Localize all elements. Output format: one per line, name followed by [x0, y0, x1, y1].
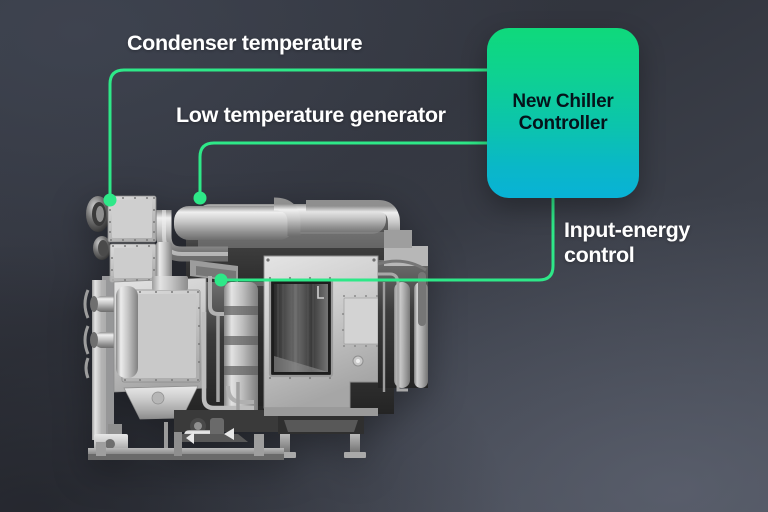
wire-input-energy-control: [222, 196, 555, 282]
new-chiller-controller-box[interactable]: New Chiller Controller: [487, 28, 639, 198]
controller-title-line1: New Chiller: [512, 90, 614, 112]
controller-title-line2: Controller: [518, 113, 608, 134]
endpoint-dot-condenser: [103, 193, 117, 207]
wire-condenser-temperature: [108, 68, 489, 199]
absorption-chiller-illustration: [83, 195, 428, 460]
label-input-energy-control: Input-energy control: [564, 218, 690, 268]
endpoint-dot-low-temp-generator: [193, 191, 207, 205]
label-low-temperature-generator: Low temperature generator: [176, 103, 446, 127]
endpoint-dot-input-energy: [214, 273, 228, 287]
wire-low-temperature-generator: [198, 141, 489, 197]
controller-title: New Chiller Controller: [512, 91, 613, 135]
label-condenser-temperature: Condenser temperature: [127, 31, 363, 55]
